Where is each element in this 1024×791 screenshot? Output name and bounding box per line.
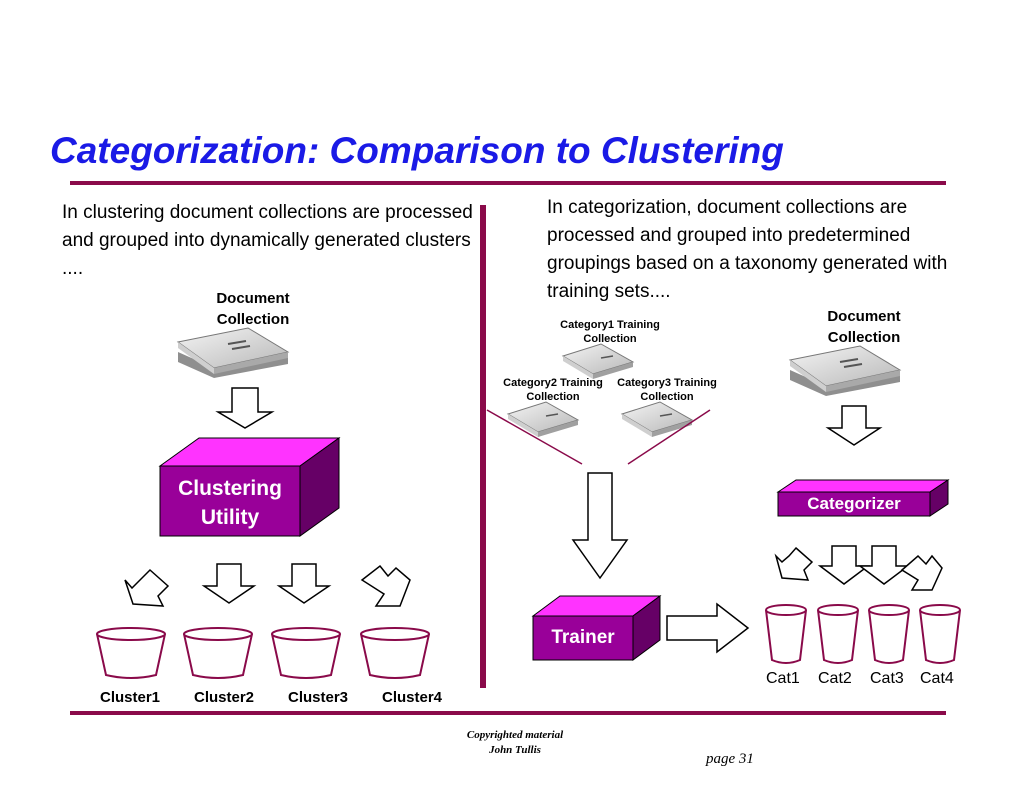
left-collection-label-line2: Collection: [216, 311, 290, 328]
title-underline: [70, 181, 946, 185]
document-stack-icon: [620, 401, 694, 437]
page-title: Categorization: Comparison to Clustering: [50, 130, 784, 171]
hollow-arrow-icon: [215, 387, 275, 429]
funnel-line: [486, 409, 583, 465]
training-collection-label: Category3 Training Collection: [602, 376, 732, 404]
page-number: page 31: [706, 751, 754, 767]
clustering-utility-label-line1: Clustering: [178, 477, 282, 500]
category-label: Cat2: [818, 670, 852, 687]
bucket-icon: [919, 604, 961, 664]
hollow-arrow-icon: [900, 554, 943, 591]
hollow-arrow-icon: [571, 472, 629, 580]
hollow-arrow-icon: [666, 602, 750, 654]
document-stack-icon: [506, 401, 580, 437]
training-collection-label-line2: Collection: [640, 391, 694, 403]
bucket-icon: [96, 627, 166, 679]
document-stack-icon: [176, 327, 290, 378]
trainer-box: [531, 595, 662, 661]
copyright-line: Copyrighted material: [466, 729, 564, 741]
bucket-icon: [817, 604, 859, 664]
cluster-label: Cluster1: [99, 689, 161, 706]
hollow-arrow-icon: [857, 545, 911, 585]
hollow-arrow-icon: [817, 545, 871, 585]
funnel-line: [627, 409, 711, 465]
right-collection-label: Document Collection: [804, 306, 924, 348]
clustering-utility-label: Clustering Utility: [160, 474, 300, 532]
document-stack-icon: [788, 345, 902, 396]
training-collection-label-line1: Category1 Training: [560, 319, 660, 331]
training-collection-label: Category1 Training Collection: [540, 318, 680, 346]
training-collection-label: Category2 Training Collection: [488, 376, 618, 404]
cluster-label: Cluster4: [381, 689, 443, 706]
bucket-icon: [271, 627, 341, 679]
bucket-icon: [360, 627, 430, 679]
left-collection-label-line1: Document: [216, 290, 290, 307]
bucket-icon: [868, 604, 910, 664]
categorization-description: In categorization, document collections …: [547, 197, 948, 302]
training-collection-label-line2: Collection: [526, 391, 580, 403]
hollow-arrow-icon: [124, 568, 170, 607]
clustering-utility-box: [158, 437, 341, 537]
training-collection-label-line1: Category2 Training: [503, 377, 603, 389]
bucket-icon: [765, 604, 807, 664]
hollow-arrow-icon: [360, 564, 411, 607]
clustering-description: In clustering document collections are p…: [62, 202, 473, 279]
column-divider: [480, 205, 486, 688]
clustering-utility-label-line2: Utility: [200, 506, 260, 529]
right-collection-label-line2: Collection: [827, 329, 901, 346]
cluster-label: Cluster3: [287, 689, 349, 706]
copyright-note: Copyrighted material John Tullis: [440, 728, 590, 758]
categorizer-label: Categorizer: [807, 494, 901, 513]
hollow-arrow-icon: [825, 405, 883, 446]
trainer-label: Trainer: [551, 627, 615, 648]
left-collection-label: Document Collection: [193, 288, 313, 330]
right-collection-label-line1: Document: [827, 308, 901, 325]
category-label: Cat1: [766, 670, 800, 687]
cluster-label: Cluster2: [193, 689, 255, 706]
categorizer-box: [776, 479, 950, 517]
training-collection-label-line1: Category3 Training: [617, 377, 717, 389]
category-label: Cat3: [870, 670, 904, 687]
document-stack-icon: [561, 343, 635, 379]
author-line: John Tullis: [489, 744, 541, 756]
category-label: Cat4: [920, 670, 954, 687]
bucket-icon: [183, 627, 253, 679]
hollow-arrow-icon: [276, 563, 332, 604]
hollow-arrow-icon: [201, 563, 257, 604]
training-collection-label-line2: Collection: [583, 333, 637, 345]
hollow-arrow-icon: [774, 546, 814, 581]
footer-rule: [70, 711, 946, 715]
